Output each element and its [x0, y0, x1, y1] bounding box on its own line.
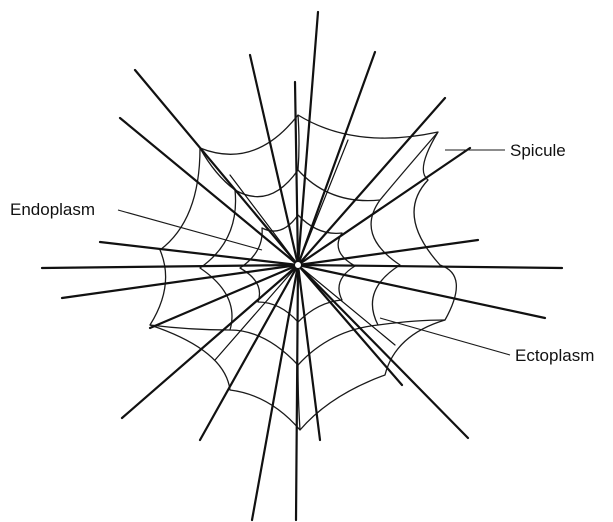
endoplasm-label: Endoplasm — [10, 200, 95, 219]
ectoplasm-leader-line — [380, 318, 510, 355]
spicule-line — [100, 242, 298, 265]
spicule-line — [298, 12, 318, 265]
spicule-line — [298, 98, 445, 265]
ectoplasm-label: Ectoplasm — [515, 346, 594, 365]
spicule-line — [295, 82, 298, 265]
spicule-line — [215, 265, 298, 360]
spicule-line — [298, 265, 320, 440]
spicule-line — [120, 118, 298, 265]
central-capsule — [295, 262, 302, 269]
spicule-line — [298, 265, 395, 345]
spicule-line — [296, 265, 298, 520]
spicule-label: Spicule — [510, 141, 566, 160]
endoplasm-leader-line — [118, 210, 262, 250]
spicule-line — [122, 265, 298, 418]
spicules — [42, 12, 562, 520]
spicule-line — [62, 265, 298, 298]
spicule-line — [252, 265, 298, 520]
spicule-line — [298, 148, 470, 265]
membrane-thread — [298, 115, 299, 170]
membrane-thread — [298, 365, 300, 430]
spicule-line — [298, 265, 562, 268]
spicule-line — [135, 70, 298, 265]
spicule-line — [42, 265, 298, 268]
spicule-line — [298, 240, 478, 265]
spicule-line — [298, 265, 545, 318]
spicule-line — [298, 265, 468, 438]
label-leaders — [118, 150, 510, 355]
